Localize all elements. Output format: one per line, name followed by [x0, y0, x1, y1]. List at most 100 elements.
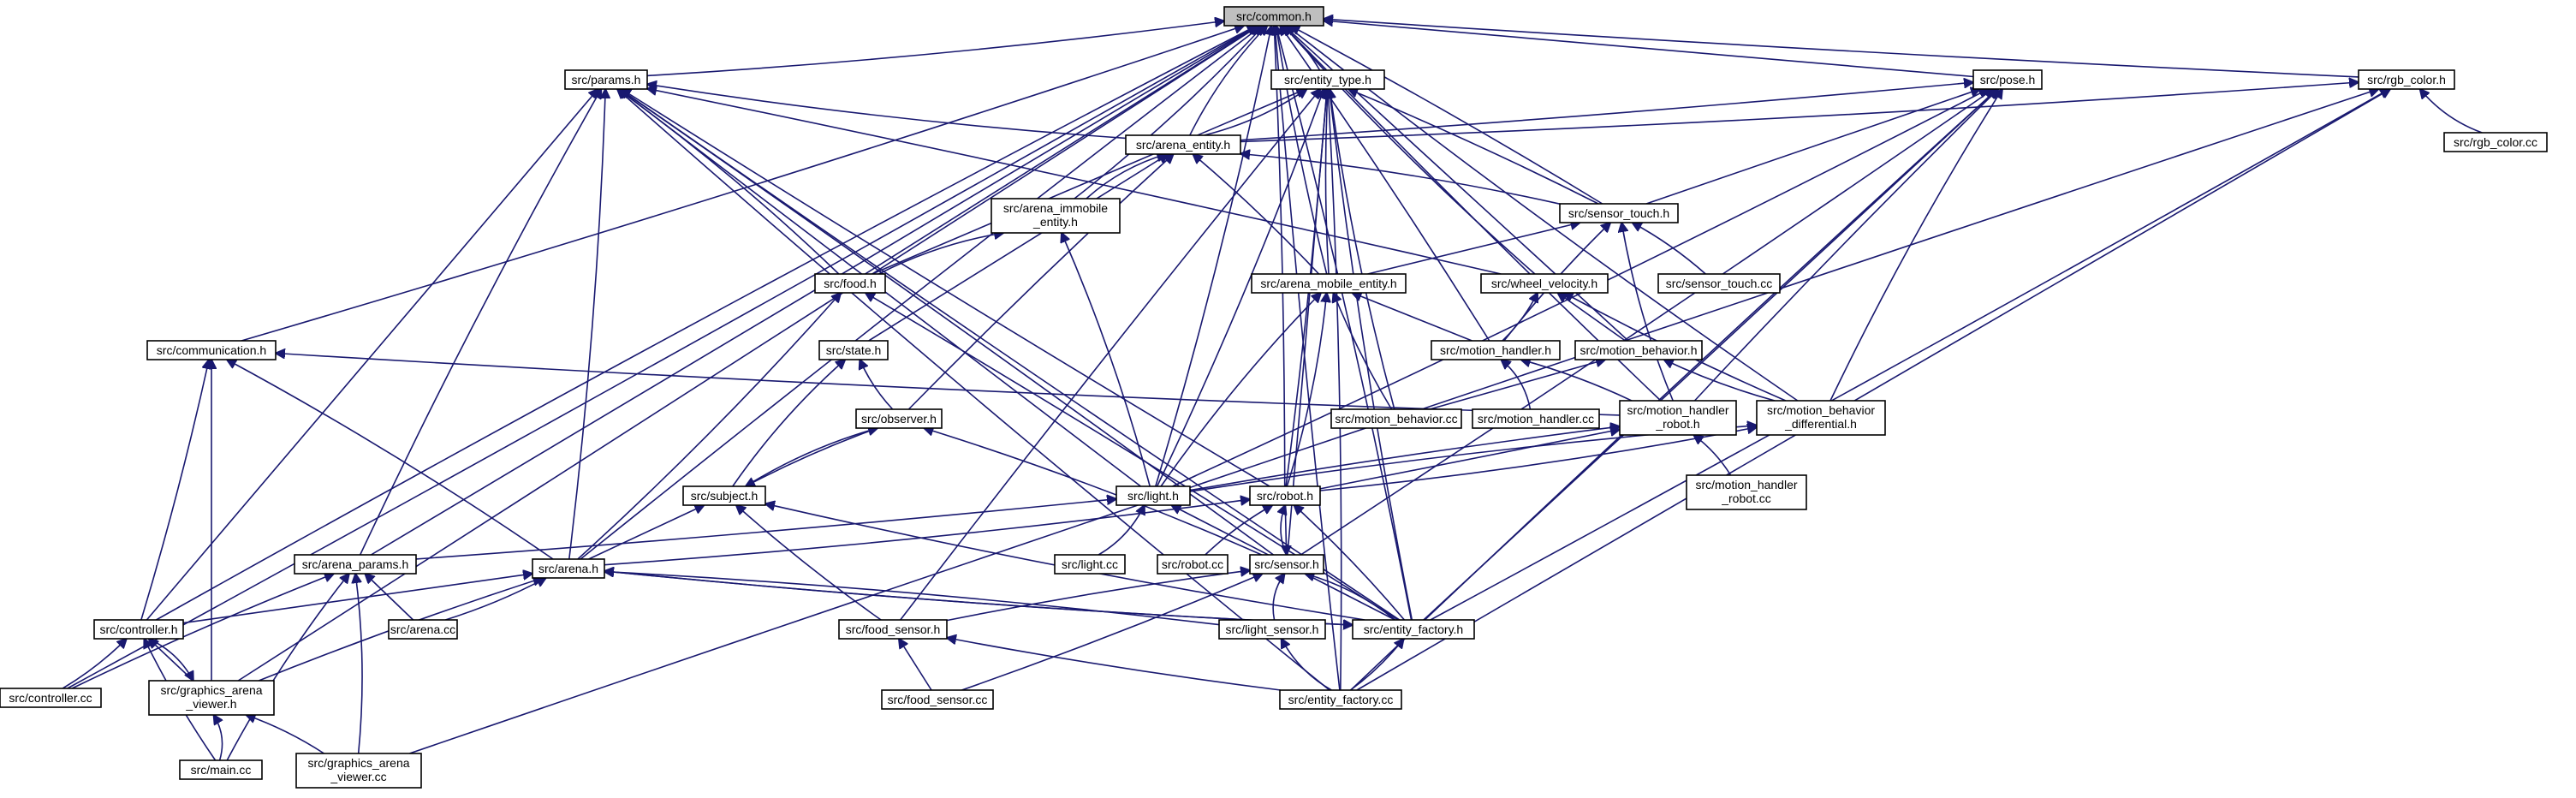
node-sensor-touch-cc: src/sensor_touch.cc: [1657, 273, 1781, 294]
edge-common-h-to-robot-h: [1274, 26, 1286, 487]
edge-entity-type-h-to-sensor-touch-h: [1348, 89, 1599, 205]
node-arena-params-h: src/arena_params.h: [294, 554, 417, 575]
edge-graphics-arena-viewer-h-to-controller-h: [148, 638, 193, 681]
node-arena-h: src/arena.h: [532, 558, 605, 579]
edge-subject-h-to-arena-h: [588, 505, 705, 560]
node-box: [294, 554, 417, 575]
node-light-h: src/light.h: [1115, 485, 1191, 506]
node-box: [682, 485, 766, 506]
edge-arena-immobile-entity-h-to-food-h: [878, 233, 1003, 275]
node-params-h: src/params.h: [564, 69, 648, 90]
node-label: src/arena.h: [538, 562, 598, 575]
node-box: [295, 753, 422, 789]
edge-state-h-to-observer-h: [860, 360, 894, 410]
edge-pose-h-to-entity-factory-cc: [1350, 89, 1997, 691]
node-label: src/state.h: [826, 343, 882, 357]
node-box: [532, 558, 605, 579]
edge-entity-factory-h-to-entity-factory-cc: [1349, 639, 1403, 691]
node-box: [1330, 408, 1462, 429]
node-box: [1657, 273, 1781, 294]
edge-arena-immobile-entity-h-to-light-h: [1062, 233, 1151, 487]
edge-rgb-color-h-to-entity-factory-h: [1430, 89, 2389, 621]
edge-params-h-to-entity-factory-h: [620, 89, 1401, 621]
node-label: src/arena_immobile: [1003, 201, 1108, 215]
edge-common-h-to-arena-entity-h: [1189, 26, 1267, 136]
edge-motion-behavior-differential-h-to-robot-h: [1319, 427, 1757, 491]
node-communication-h: src/communication.h: [146, 340, 277, 360]
node-label: src/arena.cc: [390, 622, 455, 636]
edge-common-h-to-params-h: [646, 21, 1224, 77]
edge-params-h-to-arena-params-h: [359, 89, 602, 556]
node-sensor-h: src/sensor.h: [1249, 554, 1324, 575]
edge-sensor-touch-h-to-arena-mobile-entity-h: [1367, 223, 1580, 275]
node-box: [1125, 134, 1241, 155]
edge-arena-mobile-entity-h-to-motion-behavior-cc: [1334, 293, 1393, 410]
edge-common-h-to-arena-immobile-entity-h: [1074, 26, 1264, 200]
edge-rgb-color-h-to-rgb-color-cc: [2420, 89, 2483, 134]
edge-arena-entity-h-to-arena-mobile-entity-h: [1193, 154, 1320, 275]
node-label: src/entity_factory.h: [1364, 622, 1463, 636]
node-label: src/motion_handler: [1627, 403, 1728, 417]
edge-sensor-h-to-robot-h: [1285, 504, 1286, 555]
edge-params-h-to-entity-factory-cc: [617, 89, 1330, 691]
edge-common-h-to-controller-h: [156, 26, 1256, 621]
node-controller-cc: src/controller.cc: [0, 688, 102, 708]
edge-subject-h-to-observer-h: [746, 427, 878, 486]
node-entity-factory-h: src/entity_factory.h: [1352, 619, 1475, 640]
node-label: _robot.cc: [1721, 491, 1771, 505]
edge-sensor-touch-h-to-motion-handler-robot-h: [1621, 223, 1674, 402]
node-label: src/observer.h: [861, 412, 937, 426]
node-label: src/food.h: [824, 277, 876, 290]
edge-robot-h-to-robot-cc: [1205, 505, 1272, 556]
node-label: _entity.h: [1032, 215, 1078, 229]
edge-common-h-to-light-h: [1155, 26, 1271, 487]
edge-communication-h-to-controller-h: [140, 360, 209, 621]
node-box: [1249, 485, 1321, 506]
edge-common-h-to-pose-h: [1324, 21, 1974, 78]
node-box: [93, 619, 184, 640]
node-common-h: src/common.h: [1223, 6, 1324, 27]
edge-motion-handler-h-to-motion-handler-robot-h: [1521, 360, 1633, 402]
edge-robot-h-to-arena-h: [604, 499, 1250, 566]
edge-observer-h-to-subject-h: [745, 428, 878, 487]
edge-params-h-to-wheel-velocity-h: [647, 88, 1502, 275]
edge-motion-handler-h-to-motion-handler-cc: [1502, 360, 1532, 410]
edge-pose-h-to-sensor-h: [1300, 89, 1993, 556]
edge-arena-mobile-entity-h-to-robot-h: [1286, 293, 1326, 487]
edge-arena-entity-h-to-sensor-touch-h: [1240, 154, 1561, 205]
edge-arena-entity-h-to-arena-immobile-entity-h: [1086, 154, 1166, 200]
edge-motion-behavior-h-to-motion-behavior-cc: [1429, 360, 1605, 410]
node-label: src/graphics_arena: [160, 683, 262, 697]
node-label: src/food_sensor.h: [846, 622, 941, 636]
node-arena-mobile-entity-h: src/arena_mobile_entity.h: [1251, 273, 1407, 294]
node-food-h: src/food.h: [814, 273, 886, 294]
node-label: src/entity_type.h: [1284, 73, 1371, 86]
node-box: [1480, 273, 1609, 294]
edge-params-h-to-arena-h: [568, 89, 605, 560]
node-box: [1619, 400, 1737, 436]
node-label: src/arena_params.h: [302, 557, 409, 571]
edge-arena-mobile-entity-h-to-motion-handler-h: [1353, 293, 1472, 342]
node-rgb-color-h: src/rgb_color.h: [2358, 69, 2455, 90]
edge-arena-params-h-to-controller-cc: [71, 574, 334, 689]
edge-pose-h-to-arena-entity-h: [1240, 82, 1973, 141]
node-label: _viewer.h: [185, 697, 236, 711]
node-label: src/communication.h: [157, 343, 266, 357]
node-box: [2443, 132, 2548, 152]
edge-motion-handler-robot-h-to-light-h: [1189, 426, 1620, 491]
edge-entity-type-h-to-food-h: [872, 89, 1306, 275]
node-light-cc: src/light.cc: [1054, 554, 1126, 575]
node-label: src/subject.h: [691, 489, 759, 503]
edge-wheel-velocity-h-to-motion-handler-h: [1502, 293, 1538, 342]
edge-entity-type-h-to-entity-factory-cc: [1328, 89, 1342, 691]
edge-entity-type-h-to-light-h: [1156, 89, 1324, 487]
edge-arena-entity-h-to-observer-h: [907, 154, 1173, 410]
node-layer: src/common.h src/params.h src/entity_type.…: [0, 6, 2548, 789]
node-controller-h: src/controller.h: [93, 619, 184, 640]
edge-common-h-to-wheel-velocity-h: [1283, 26, 1536, 275]
node-box: [1115, 485, 1191, 506]
node-label: src/sensor_touch.cc: [1666, 277, 1773, 290]
node-box: [1251, 273, 1407, 294]
node-box: [1574, 340, 1703, 360]
node-motion-handler-cc: src/motion_handler.cc: [1472, 408, 1600, 429]
